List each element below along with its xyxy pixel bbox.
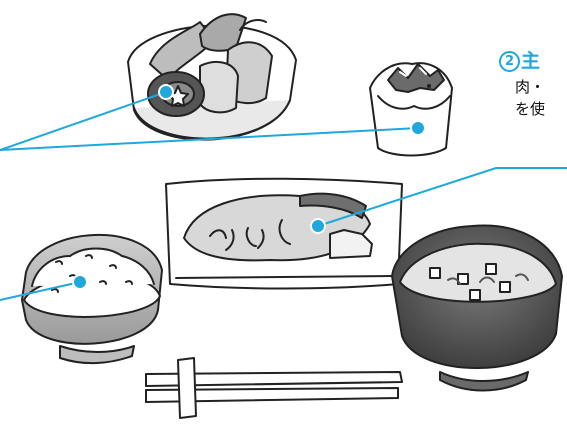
side-dish-cup-icon [370, 63, 452, 155]
rice-bowl-icon [22, 235, 162, 363]
description-line-1: 肉・ [515, 76, 545, 98]
main-dish-description: 肉・ を使 [515, 76, 545, 120]
circled-number: 2 [499, 51, 520, 72]
description-line-2: を使 [515, 98, 545, 120]
vegetable-bowl-icon [128, 14, 296, 140]
main-dish-title: 主 [521, 50, 540, 72]
miso-soup-bowl-icon [392, 226, 562, 391]
bullet-dot [427, 84, 431, 88]
grilled-fish-plate-icon [166, 179, 402, 289]
chopsticks-icon [146, 358, 402, 418]
